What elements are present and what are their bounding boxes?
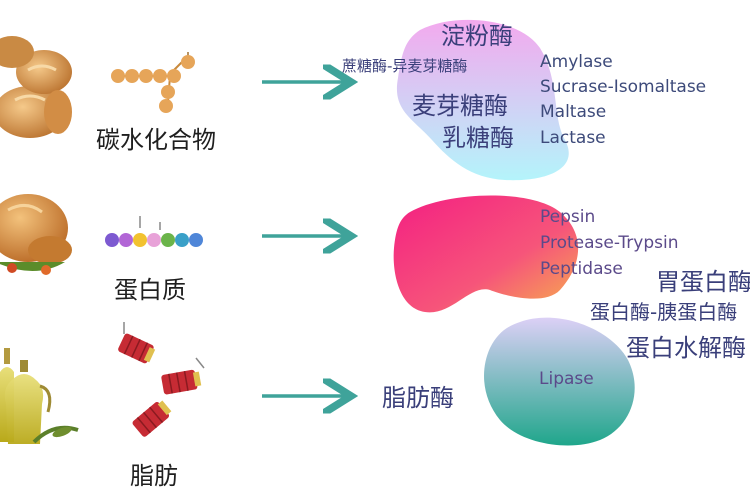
bread-icon — [0, 36, 72, 138]
enzyme-cn-maltase: 麦芽糖酶 — [412, 92, 508, 120]
glucose-chain-icon — [111, 52, 195, 113]
enzyme-cn-peptidase: 蛋白水解酶 — [626, 334, 746, 362]
roast-chicken-icon — [0, 194, 72, 275]
enzyme-en-lactase: Lactase — [540, 128, 606, 148]
protein-enzyme-blob — [393, 195, 579, 313]
fat-label: 脂肪 — [130, 462, 178, 490]
fatty-acid-cylinders-icon — [118, 322, 205, 437]
enzyme-en-amylase: Amylase — [540, 52, 613, 72]
enzyme-en-lipase: Lipase — [539, 369, 594, 389]
fat-enzyme-blob — [484, 317, 635, 446]
enzyme-en-peptidase: Peptidase — [540, 259, 623, 279]
enzyme-cn-pepsin: 胃蛋白酶 — [656, 268, 750, 296]
carbohydrate-label: 碳水化合物 — [96, 126, 216, 154]
enzyme-en-maltase: Maltase — [540, 102, 607, 122]
olive-oil-bottle-icon — [0, 348, 79, 444]
enzyme-cn-sucrase-isomaltase: 蔗糖酶-异麦芽糖酶 — [342, 57, 468, 75]
amino-acid-chain-icon — [105, 216, 203, 247]
protein-label: 蛋白质 — [114, 276, 186, 304]
enzyme-en-pepsin: Pepsin — [540, 207, 596, 227]
enzyme-en-sucrase-isomaltase: Sucrase-Isomaltase — [540, 77, 707, 97]
enzyme-cn-protease-trypsin: 蛋白酶-胰蛋白酶 — [590, 300, 738, 324]
enzyme-en-protease-trypsin: Protease-Trypsin — [540, 233, 679, 253]
enzyme-cn-amylase: 淀粉酶 — [441, 22, 513, 50]
carbohydrate-enzyme-blob — [396, 19, 569, 181]
enzyme-cn-lactase: 乳糖酶 — [442, 124, 514, 152]
enzyme-cn-lipase: 脂肪酶 — [382, 384, 454, 412]
